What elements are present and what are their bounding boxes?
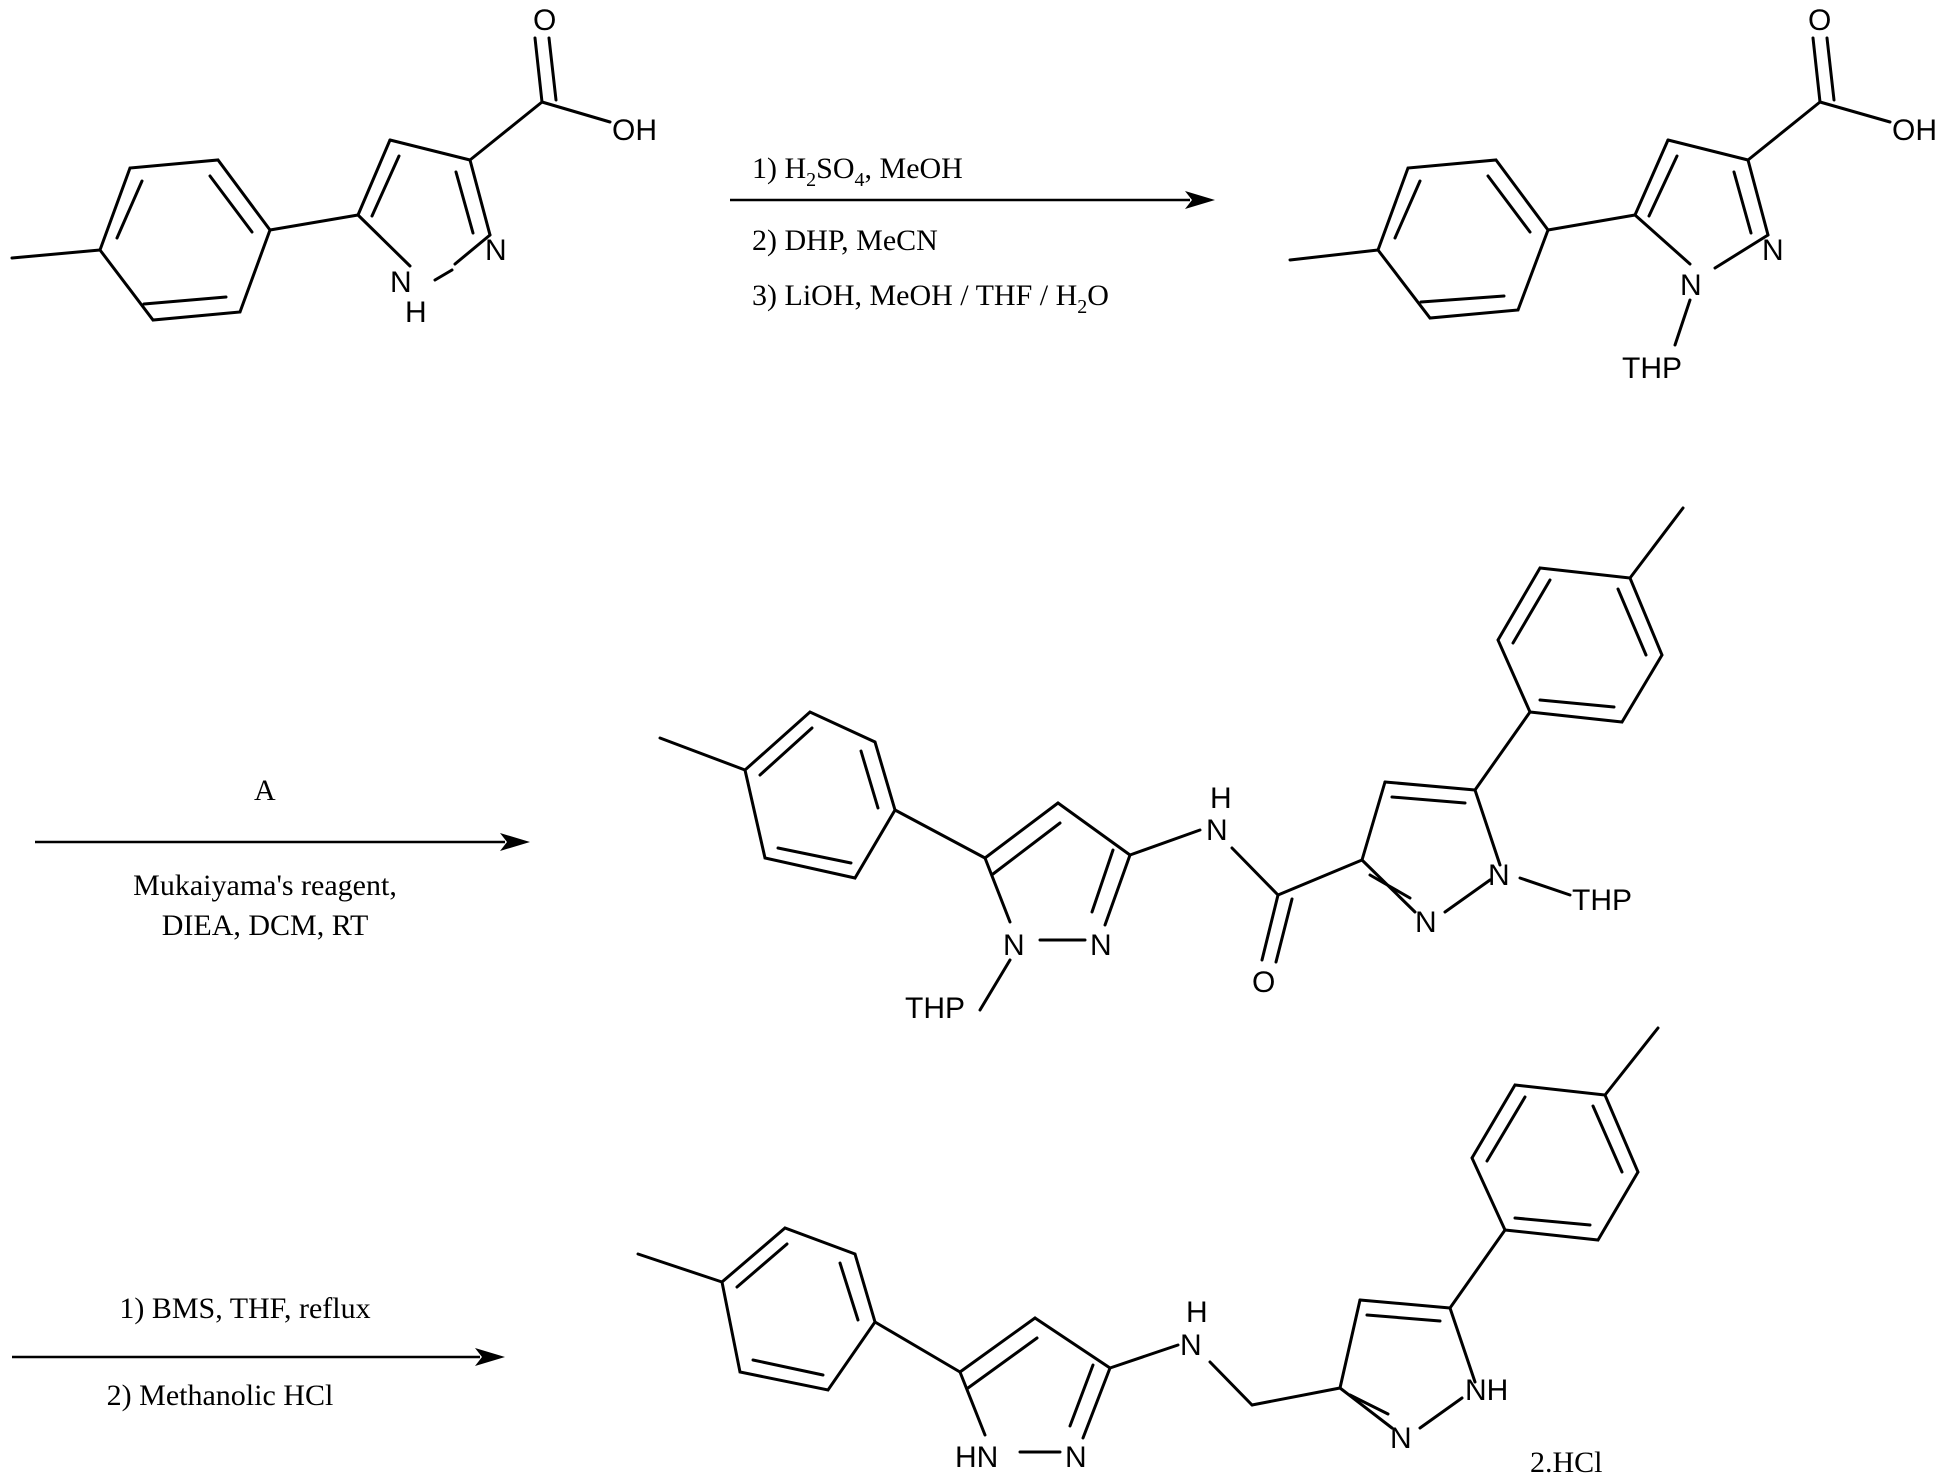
atom-n: N [1206, 814, 1228, 847]
step1-condition-3: 3) LiOH, MeOH / THF / H2O [752, 279, 1109, 318]
atom-nh-n: N [390, 266, 412, 299]
atom-o: O [1252, 966, 1275, 999]
atom-hn: HN [955, 1441, 998, 1474]
starting-material: O OH N N H [10, 4, 657, 329]
atom-oh: OH [1892, 114, 1937, 147]
step2-reagent: A [254, 774, 276, 807]
step3-condition-2: 2) Methanolic HCl [107, 1379, 334, 1412]
atom-n: N [485, 234, 507, 267]
reaction-arrow-3: 1) BMS, THF, reflux 2) Methanolic HCl [12, 1292, 505, 1412]
step1-condition-2: 2) DHP, MeCN [752, 224, 938, 257]
atom-n: N [1415, 906, 1437, 939]
step1-condition-1: 1) H2SO4, MeOH [752, 152, 963, 191]
atom-n: N [1065, 1441, 1087, 1474]
atom-n: N [1488, 859, 1510, 892]
atom-n: N [1003, 929, 1025, 962]
atom-o: O [533, 4, 556, 37]
final-product: HN N N H N NH 2.HCl [636, 1026, 1660, 1476]
reaction-arrow-1: 1) H2SO4, MeOH 2) DHP, MeCN 3) LiOH, MeO… [730, 152, 1215, 318]
atom-nh: NH [1465, 1374, 1508, 1407]
atom-o: O [1808, 4, 1831, 37]
atom-h: H [1210, 782, 1232, 815]
amide-intermediate: N N THP N H O N N THP [658, 506, 1685, 1025]
thp-protected-acid: O OH N N THP [1288, 4, 1937, 385]
atom-h: H [1186, 1296, 1208, 1329]
atom-n: N [1180, 1329, 1202, 1362]
step2-condition-2: DIEA, DCM, RT [162, 909, 369, 942]
atom-h: H [405, 296, 427, 329]
atom-thp: THP [1572, 884, 1632, 917]
step3-condition-1: 1) BMS, THF, reflux [119, 1292, 370, 1325]
reaction-arrow-2: A Mukaiyama's reagent, DIEA, DCM, RT [35, 774, 530, 942]
atom-n: N [1390, 1422, 1412, 1455]
atom-n: N [1762, 234, 1784, 267]
atom-thp: THP [1622, 352, 1682, 385]
atom-n: N [1090, 929, 1112, 962]
step2-condition-1: Mukaiyama's reagent, [133, 869, 397, 902]
atom-thp: THP [905, 992, 965, 1025]
atom-oh: OH [612, 114, 657, 147]
salt-label: 2.HCl [1530, 1446, 1603, 1476]
atom-n: N [1680, 269, 1702, 302]
